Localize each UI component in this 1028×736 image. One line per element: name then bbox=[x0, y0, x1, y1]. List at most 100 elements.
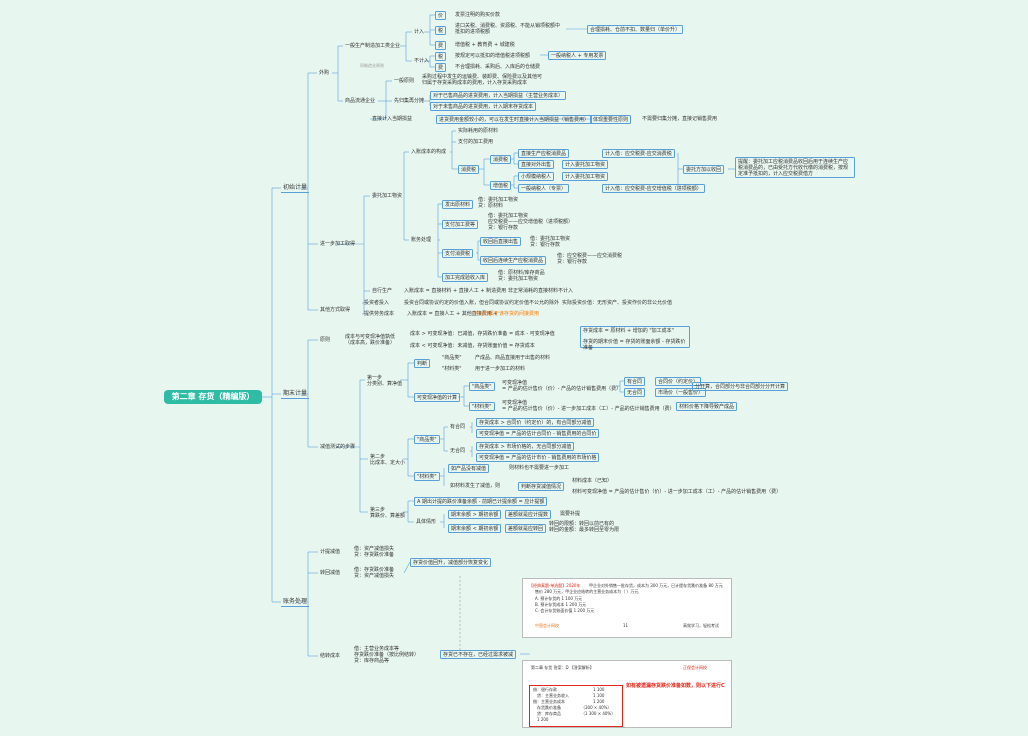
node-entrust-cost[interactable]: 入账成本的构成 bbox=[411, 148, 447, 155]
connector bbox=[403, 561, 411, 574]
s2b-4: 材料可变现净值 = 产品的估计售价（价）- 进一步加工成本（工）- 产品的估计销… bbox=[572, 488, 782, 495]
node-entrust[interactable]: 委托加工物资 bbox=[372, 192, 403, 199]
node-general[interactable]: 一般生产制造加工类企业 bbox=[345, 42, 401, 49]
exam-o1: A. 预计存货的 1 100 万元 bbox=[535, 596, 583, 601]
node-tax[interactable]: 税 bbox=[435, 26, 447, 35]
node-other[interactable]: 其他方式取得 bbox=[320, 306, 351, 313]
s2a[interactable]: "商品类" bbox=[414, 435, 440, 444]
node-goods[interactable]: 商品流通企业 bbox=[345, 97, 376, 104]
sp2-b: 转回的限额：转回以前已有的 转回的金额：最多转回至零为限 bbox=[549, 520, 620, 533]
sp1: 期末余额 > 期初余额 bbox=[448, 510, 502, 519]
c3-result: 计入委托加工物资 bbox=[562, 172, 609, 181]
node-entrust-acct[interactable]: 账务处理 bbox=[411, 236, 432, 243]
node-fee-2[interactable]: 费 bbox=[435, 63, 447, 72]
n1-detail: 可变现净值 = 产品的估计售价（价）- 产品的估计销售费用（费） bbox=[502, 379, 622, 392]
node-in-cost[interactable]: 计入 bbox=[414, 28, 425, 35]
taxpayer-note[interactable]: 一般纳税人 + 专用发票 bbox=[548, 51, 607, 60]
node-nrv[interactable]: 可变现净值的计算 bbox=[414, 393, 461, 402]
n2-remark: 材料价格下降导致产成品 bbox=[676, 402, 738, 411]
sale-entry: 借：主营业务成本等 存货跌价准备（按比例结转） 贷：库存商品等 bbox=[354, 645, 420, 664]
c2: 直接对外出售 bbox=[518, 160, 555, 169]
node-test[interactable]: 减值测试的步骤 bbox=[320, 443, 356, 450]
s2a-3: 存货成本 > 市场价格的，无合同部分减值 bbox=[476, 442, 575, 451]
node-tax-2[interactable]: 税 bbox=[435, 52, 447, 61]
entrust-material: 实际耗用的原材料 bbox=[458, 127, 499, 134]
entry-5: 贷：库存商品 bbox=[537, 711, 561, 716]
sp2: 期末余额 < 期初余额 bbox=[448, 524, 502, 533]
s3-detail: A 期出计提的跌价准备余额 - 前期已计提余额 = 应计提额 bbox=[414, 497, 548, 506]
node-self[interactable]: 自行生产 bbox=[372, 287, 393, 294]
exam-answer-card: 第二章 存货 答案：D 【答案解析】 正保会计网校 借：银行存款 1 100 贷… bbox=[522, 660, 732, 728]
node-gen-principle[interactable]: 一般原则 bbox=[394, 77, 415, 84]
j1-detail: 产成品、商品直接用于出售的材料 bbox=[475, 354, 551, 361]
node-step1[interactable]: 第一步 分类别、算净值 bbox=[367, 374, 403, 387]
exam-brand: 中国会计网校 bbox=[535, 623, 559, 628]
direct-principle: 体现重要性原则 bbox=[590, 115, 632, 124]
node-direct[interactable]: 直接计入当期损益 bbox=[372, 115, 413, 122]
node-further[interactable]: 进一步加工取得 bbox=[320, 240, 356, 247]
node-related-tax[interactable]: 消费税 bbox=[458, 165, 480, 174]
node-service[interactable]: 提供劳务成本 bbox=[364, 310, 395, 317]
root-node[interactable]: 第二章 存货（精编版） bbox=[164, 390, 262, 404]
node-purchase[interactable]: 外购 bbox=[319, 69, 330, 76]
s2b[interactable]: "材料类" bbox=[414, 472, 440, 481]
entry-6-n: 1 200 bbox=[537, 717, 549, 722]
exam-title: 【经典真题·单选题】2020年 bbox=[529, 583, 581, 588]
principle-detail: 成本与可变现净值孰低 （成本高，跌价准备） bbox=[345, 333, 396, 346]
entrust-collect[interactable]: 委托方加以收回 bbox=[683, 165, 725, 174]
s2b-2: 如材料发生了减值，则 bbox=[450, 482, 501, 489]
self-detail: 入账成本 = 直接材料 + 直接人工 + 制造费用 bbox=[404, 287, 507, 294]
node-step3[interactable]: 第三步 算跌价、算差额 bbox=[370, 506, 406, 519]
a3b-entry: 借：应交税费——应交消费税 贷：银行存款 bbox=[557, 252, 623, 265]
a3a: 收回后直接出售 bbox=[480, 237, 522, 246]
same-as-note: 同制造业原则 bbox=[360, 63, 384, 68]
service-detail: 入账成本 = 直接人工 + 其他直接费用 + bbox=[407, 310, 498, 317]
entry-2-n: 1 100 bbox=[593, 693, 605, 698]
node-provision[interactable]: 计提减值 bbox=[320, 548, 341, 555]
node-price[interactable]: 价 bbox=[435, 11, 447, 20]
sp2-result: 差额就是应转回 bbox=[505, 524, 547, 533]
node-first-collect[interactable]: 先归集再分摊 bbox=[394, 97, 425, 104]
node-consumption-tax[interactable]: 消费税 bbox=[490, 155, 512, 164]
gen-principle-detail: 采购过程中发生的运输费、装卸费、保险费以及其他可归属于存货采购成本的费用，计入存… bbox=[422, 73, 543, 86]
node-reversal[interactable]: 转回减值 bbox=[320, 569, 341, 576]
deduct-detail: 按规定可以抵扣的增值税进项税额 bbox=[455, 52, 531, 59]
node-period-measure[interactable]: 期末计量 bbox=[281, 390, 310, 399]
entry-1: 借：银行存款 bbox=[533, 687, 557, 692]
node-initial-measure[interactable]: 初始计量 bbox=[281, 184, 310, 193]
service-orange: 可以归属于该存货的间接费用 bbox=[474, 310, 540, 317]
p-note: 存货成本 = 原材料 + 增加的 "加工成本" 存货的期末价值 = 存货的账面余… bbox=[580, 326, 690, 351]
excluded-detail: 不合理损耗、采购后、入库后的仓储费 bbox=[455, 63, 541, 70]
exam-question-card: 【经典真题·单选题】2020年 甲企业对外销售一批存货，成本为 300 万元，已… bbox=[522, 578, 732, 638]
summary-note[interactable]: 合理损耗、仓前不扣、数量归（单价升） bbox=[587, 25, 684, 34]
a4-entry: 借：原材料/库存商品 贷：委托加工物资 bbox=[498, 269, 545, 282]
entry-3-n: 1 200 bbox=[593, 699, 605, 704]
node-principle[interactable]: 原则 bbox=[320, 336, 331, 343]
node-investment[interactable]: 投资者投入 bbox=[364, 299, 390, 306]
node-sale[interactable]: 结转成本 bbox=[320, 652, 341, 659]
tax-detail: 进口关税、消费税、资源税、不能从销项税额中抵扣的进项税额 bbox=[455, 22, 561, 35]
direct-principle-2: 不需要归集分摊，直接记销售费用 bbox=[642, 115, 718, 122]
entrust-fee: 支付的加工费用 bbox=[458, 138, 494, 145]
exam-q2: 售价 280 万元，甲企业应结转的主营业务成本为（ ）万元 bbox=[535, 589, 639, 594]
entry-2: 贷：主营业务收入 bbox=[537, 693, 569, 698]
node-not-in-cost[interactable]: 不计入 bbox=[414, 57, 430, 64]
nc-remark: 分开算，合同部分与非合同部分分开计算 bbox=[692, 382, 789, 391]
c4: 一般纳税人（专票） bbox=[518, 184, 570, 193]
entry-3: 借：主营业务成本 bbox=[533, 699, 565, 704]
investment-detail: 投资合同或协议约定的价值入账，但合同或协议约定价值不公允的除外 bbox=[404, 299, 560, 306]
node-vat[interactable]: 增值税 bbox=[490, 181, 512, 190]
p-note-2: 存货的期末价值 = 存货的账面余额 - 存货跌价准备 bbox=[583, 338, 686, 351]
sale-note: 存货已不存在，已经过需求被减 bbox=[440, 650, 517, 659]
node-fee[interactable]: 费 bbox=[435, 41, 447, 50]
price-detail: 发票注明的购买价款 bbox=[455, 11, 501, 18]
nc-detail: 市场价（一般售价） bbox=[655, 388, 707, 397]
n1: "商品类" bbox=[469, 382, 495, 391]
node-accounting[interactable]: 账务处理 bbox=[281, 598, 310, 607]
answer-highlight-box bbox=[529, 685, 623, 727]
node-judge[interactable]: 判断 bbox=[414, 359, 431, 368]
node-step2[interactable]: 第二步 比成本、定大小 bbox=[370, 453, 406, 466]
node-specific[interactable]: 具体情形 bbox=[416, 518, 437, 525]
entrust-note: 提醒：委托加工应税消费品收回后用于连续生产应税消费品的，已由受托方代收代缴的消费… bbox=[735, 157, 855, 178]
